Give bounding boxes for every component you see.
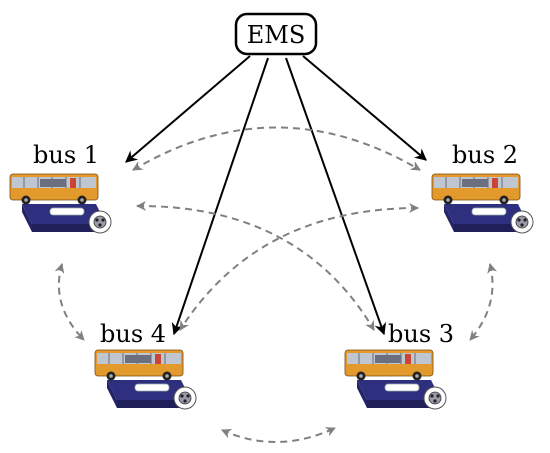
bus-3-node: bus 3 [344, 320, 454, 410]
bus-4-node: bus 4 [94, 320, 197, 410]
dashed-arrow-bus2-bus3 [469, 263, 497, 341]
bus-4-illustration [94, 349, 197, 410]
solid-arrow-ems-bus1 [125, 55, 251, 163]
solid-arrow-ems-bus3 [285, 57, 387, 336]
ems-label: EMS [247, 21, 306, 49]
bus-3-illustration [344, 349, 447, 410]
bus-4-label: bus 4 [100, 320, 166, 348]
solid-arrow-ems-bus2 [302, 55, 427, 161]
bus-1-illustration [9, 173, 112, 234]
solid-arrow-ems-bus4 [171, 57, 269, 336]
bus-1-node: bus 1 [9, 141, 112, 234]
ems-node: EMS [234, 12, 318, 56]
bus-2-illustration [431, 173, 534, 234]
bus-1-label: bus 1 [33, 141, 99, 169]
bus-2-label: bus 2 [452, 141, 518, 169]
bus-3-label: bus 3 [388, 320, 454, 348]
ems-box [234, 12, 318, 56]
dashed-arrow-bus1-bus2 [132, 126, 421, 171]
dashed-arrow-bus2-bus4 [179, 203, 419, 331]
bus-2-node: bus 2 [431, 141, 534, 234]
dashed-arrow-bus4-bus3 [221, 427, 336, 443]
dashed-arrow-bus1-bus3 [136, 200, 375, 331]
dashed-arrow-bus1-bus4 [54, 263, 85, 341]
